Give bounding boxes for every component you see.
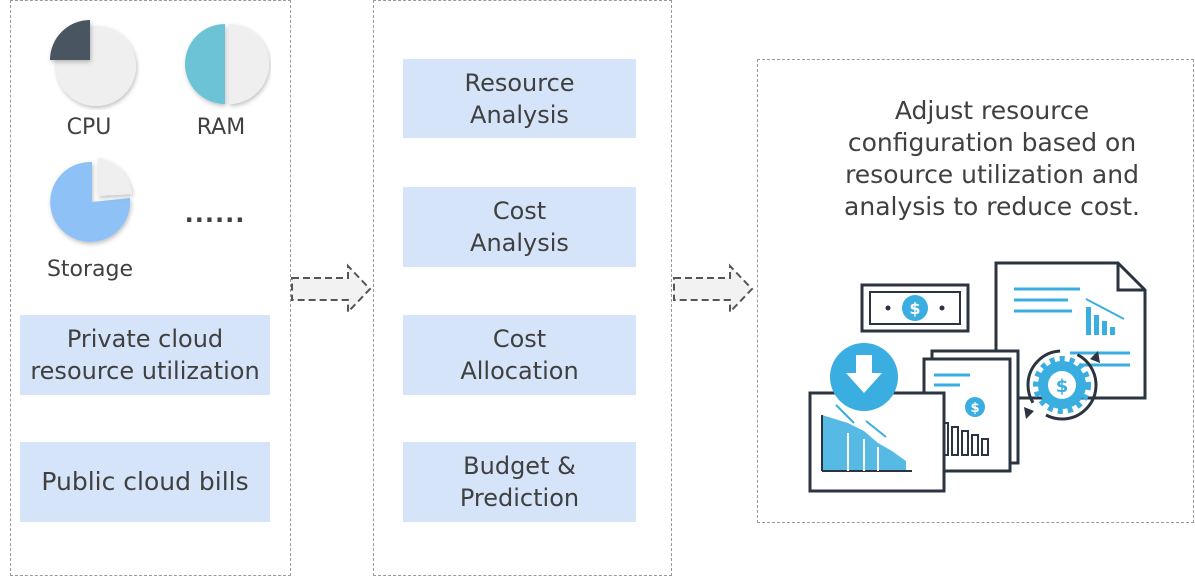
- public-cloud-box: Public cloud bills: [20, 442, 270, 522]
- result-description: Adjust resource configuration based on r…: [844, 96, 1140, 221]
- dollar-gear-icon: $: [1024, 349, 1100, 421]
- dashed-arrow-icon: [291, 263, 372, 315]
- budget-prediction-box: Budget & Prediction: [403, 442, 636, 522]
- down-chart-icon: [808, 391, 946, 493]
- resource-analysis-box: Resource Analysis: [403, 59, 636, 138]
- down-arrow-icon: [830, 343, 898, 411]
- money-bill-icon: $: [860, 283, 970, 333]
- right-panel: [757, 59, 1194, 523]
- svg-text:$: $: [970, 401, 979, 416]
- cpu-label: CPU: [66, 115, 112, 140]
- svg-text:$: $: [909, 299, 920, 318]
- storage-pie-icon: [50, 158, 132, 242]
- cpu-pie-icon: [50, 20, 136, 106]
- storage-label: Storage: [46, 257, 134, 282]
- ram-label: RAM: [196, 115, 246, 140]
- more-ellipsis: ......: [184, 200, 246, 228]
- svg-text:$: $: [1056, 376, 1069, 397]
- dashed-arrow-icon: [673, 263, 754, 315]
- ram-pie-icon: [185, 24, 269, 104]
- cost-analysis-box: Cost Analysis: [403, 187, 636, 267]
- cost-illustration: $ $: [808, 261, 1147, 493]
- cost-allocation-box: Cost Allocation: [403, 315, 636, 395]
- private-cloud-box: Private cloud resource utilization: [20, 315, 270, 395]
